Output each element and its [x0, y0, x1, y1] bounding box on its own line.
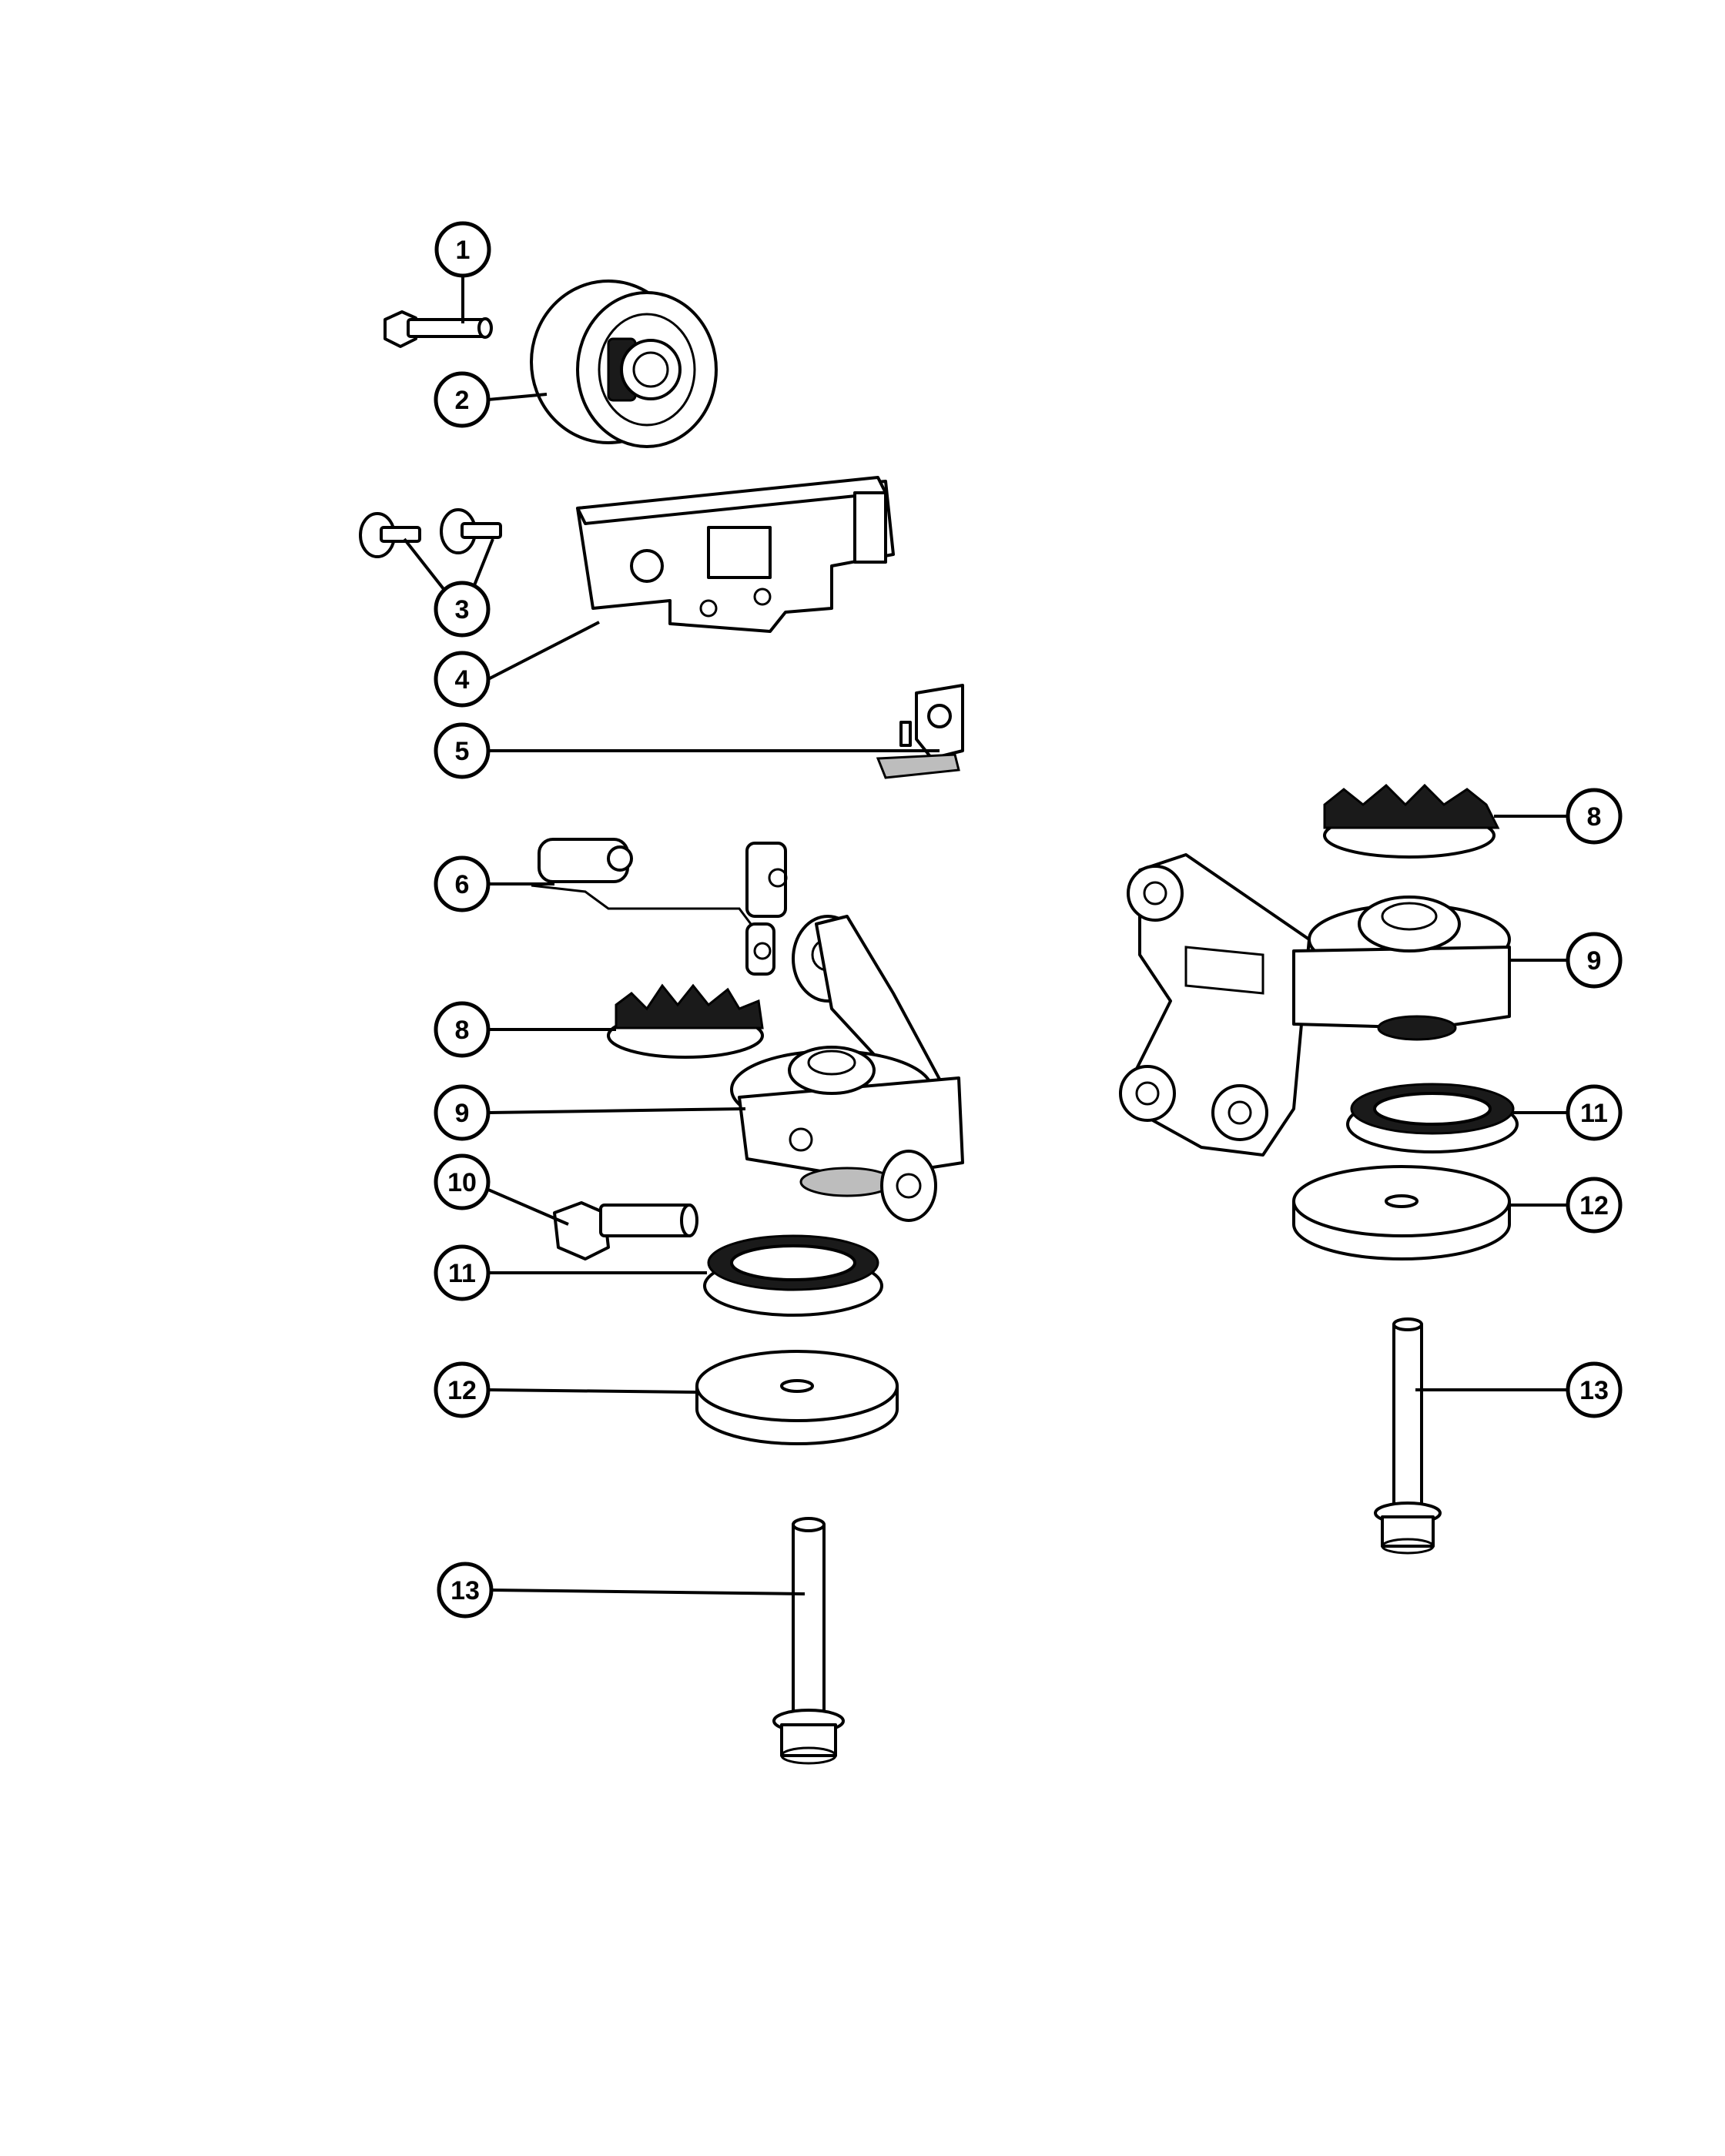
callout-label: 3	[455, 595, 470, 624]
callout-6: 6	[434, 855, 491, 912]
callout-13-left: 13	[437, 1562, 494, 1619]
snubber-part-8-right	[1323, 783, 1500, 859]
bolt-part-1	[384, 310, 493, 348]
callout-1: 1	[434, 221, 491, 278]
callout-9-left: 9	[434, 1084, 491, 1141]
leader-9a	[487, 1107, 746, 1114]
leader-2	[487, 393, 548, 401]
callout-10: 10	[434, 1153, 491, 1210]
leader-4	[487, 621, 600, 681]
bushing-part-2	[530, 280, 718, 448]
leader-3a	[403, 537, 448, 594]
bolt-part-13-right	[1374, 1317, 1442, 1555]
callout-label: 6	[455, 870, 470, 899]
callout-12-right: 12	[1566, 1177, 1623, 1234]
callout-label: 11	[448, 1259, 476, 1288]
leader-12a	[487, 1388, 696, 1394]
callout-label: 11	[1580, 1099, 1608, 1128]
callout-9-right: 9	[1566, 932, 1623, 989]
leader-10	[487, 1188, 569, 1226]
washer-bolt-part-3	[359, 508, 502, 558]
leader-lines	[403, 274, 1568, 1595]
callout-2: 2	[434, 371, 491, 428]
disc-part-12-left	[695, 1350, 899, 1445]
clip-part-5	[876, 684, 964, 779]
callout-label: 12	[1579, 1191, 1609, 1220]
bolt-part-10	[553, 1201, 698, 1260]
mount-part-9-left	[730, 915, 964, 1222]
callout-5: 5	[434, 722, 491, 779]
seal-part-11-left	[703, 1234, 883, 1317]
callout-3: 3	[434, 581, 491, 638]
callout-8-right: 8	[1566, 788, 1623, 845]
callout-label: 9	[455, 1099, 470, 1128]
disc-part-12-right	[1292, 1165, 1511, 1260]
callout-label: 12	[447, 1376, 477, 1405]
callout-8-left: 8	[434, 1001, 491, 1058]
callout-label: 1	[456, 236, 471, 265]
seal-part-11-right	[1346, 1083, 1519, 1153]
callout-4: 4	[434, 651, 491, 708]
callout-label: 8	[1587, 802, 1602, 832]
callout-13-right: 13	[1566, 1361, 1623, 1418]
leader-13a	[491, 1589, 806, 1595]
callout-label: 8	[455, 1016, 470, 1045]
snubber-part-8-left	[607, 983, 764, 1059]
callout-label: 4	[455, 665, 470, 695]
callout-label: 9	[1587, 946, 1602, 976]
leader-3b	[470, 538, 494, 594]
callout-label: 13	[451, 1576, 480, 1605]
callout-11-right: 11	[1566, 1084, 1623, 1141]
callout-label: 5	[455, 737, 470, 766]
bracket-part-6	[531, 838, 788, 976]
callout-label: 10	[447, 1168, 477, 1197]
bolt-part-13-left	[772, 1517, 845, 1765]
mount-part-9-right	[1119, 853, 1511, 1157]
callout-12-left: 12	[434, 1361, 491, 1418]
callout-label: 2	[455, 386, 470, 415]
callout-11-left: 11	[434, 1244, 491, 1301]
bracket-part-4	[576, 476, 895, 633]
callout-label: 13	[1579, 1376, 1609, 1405]
